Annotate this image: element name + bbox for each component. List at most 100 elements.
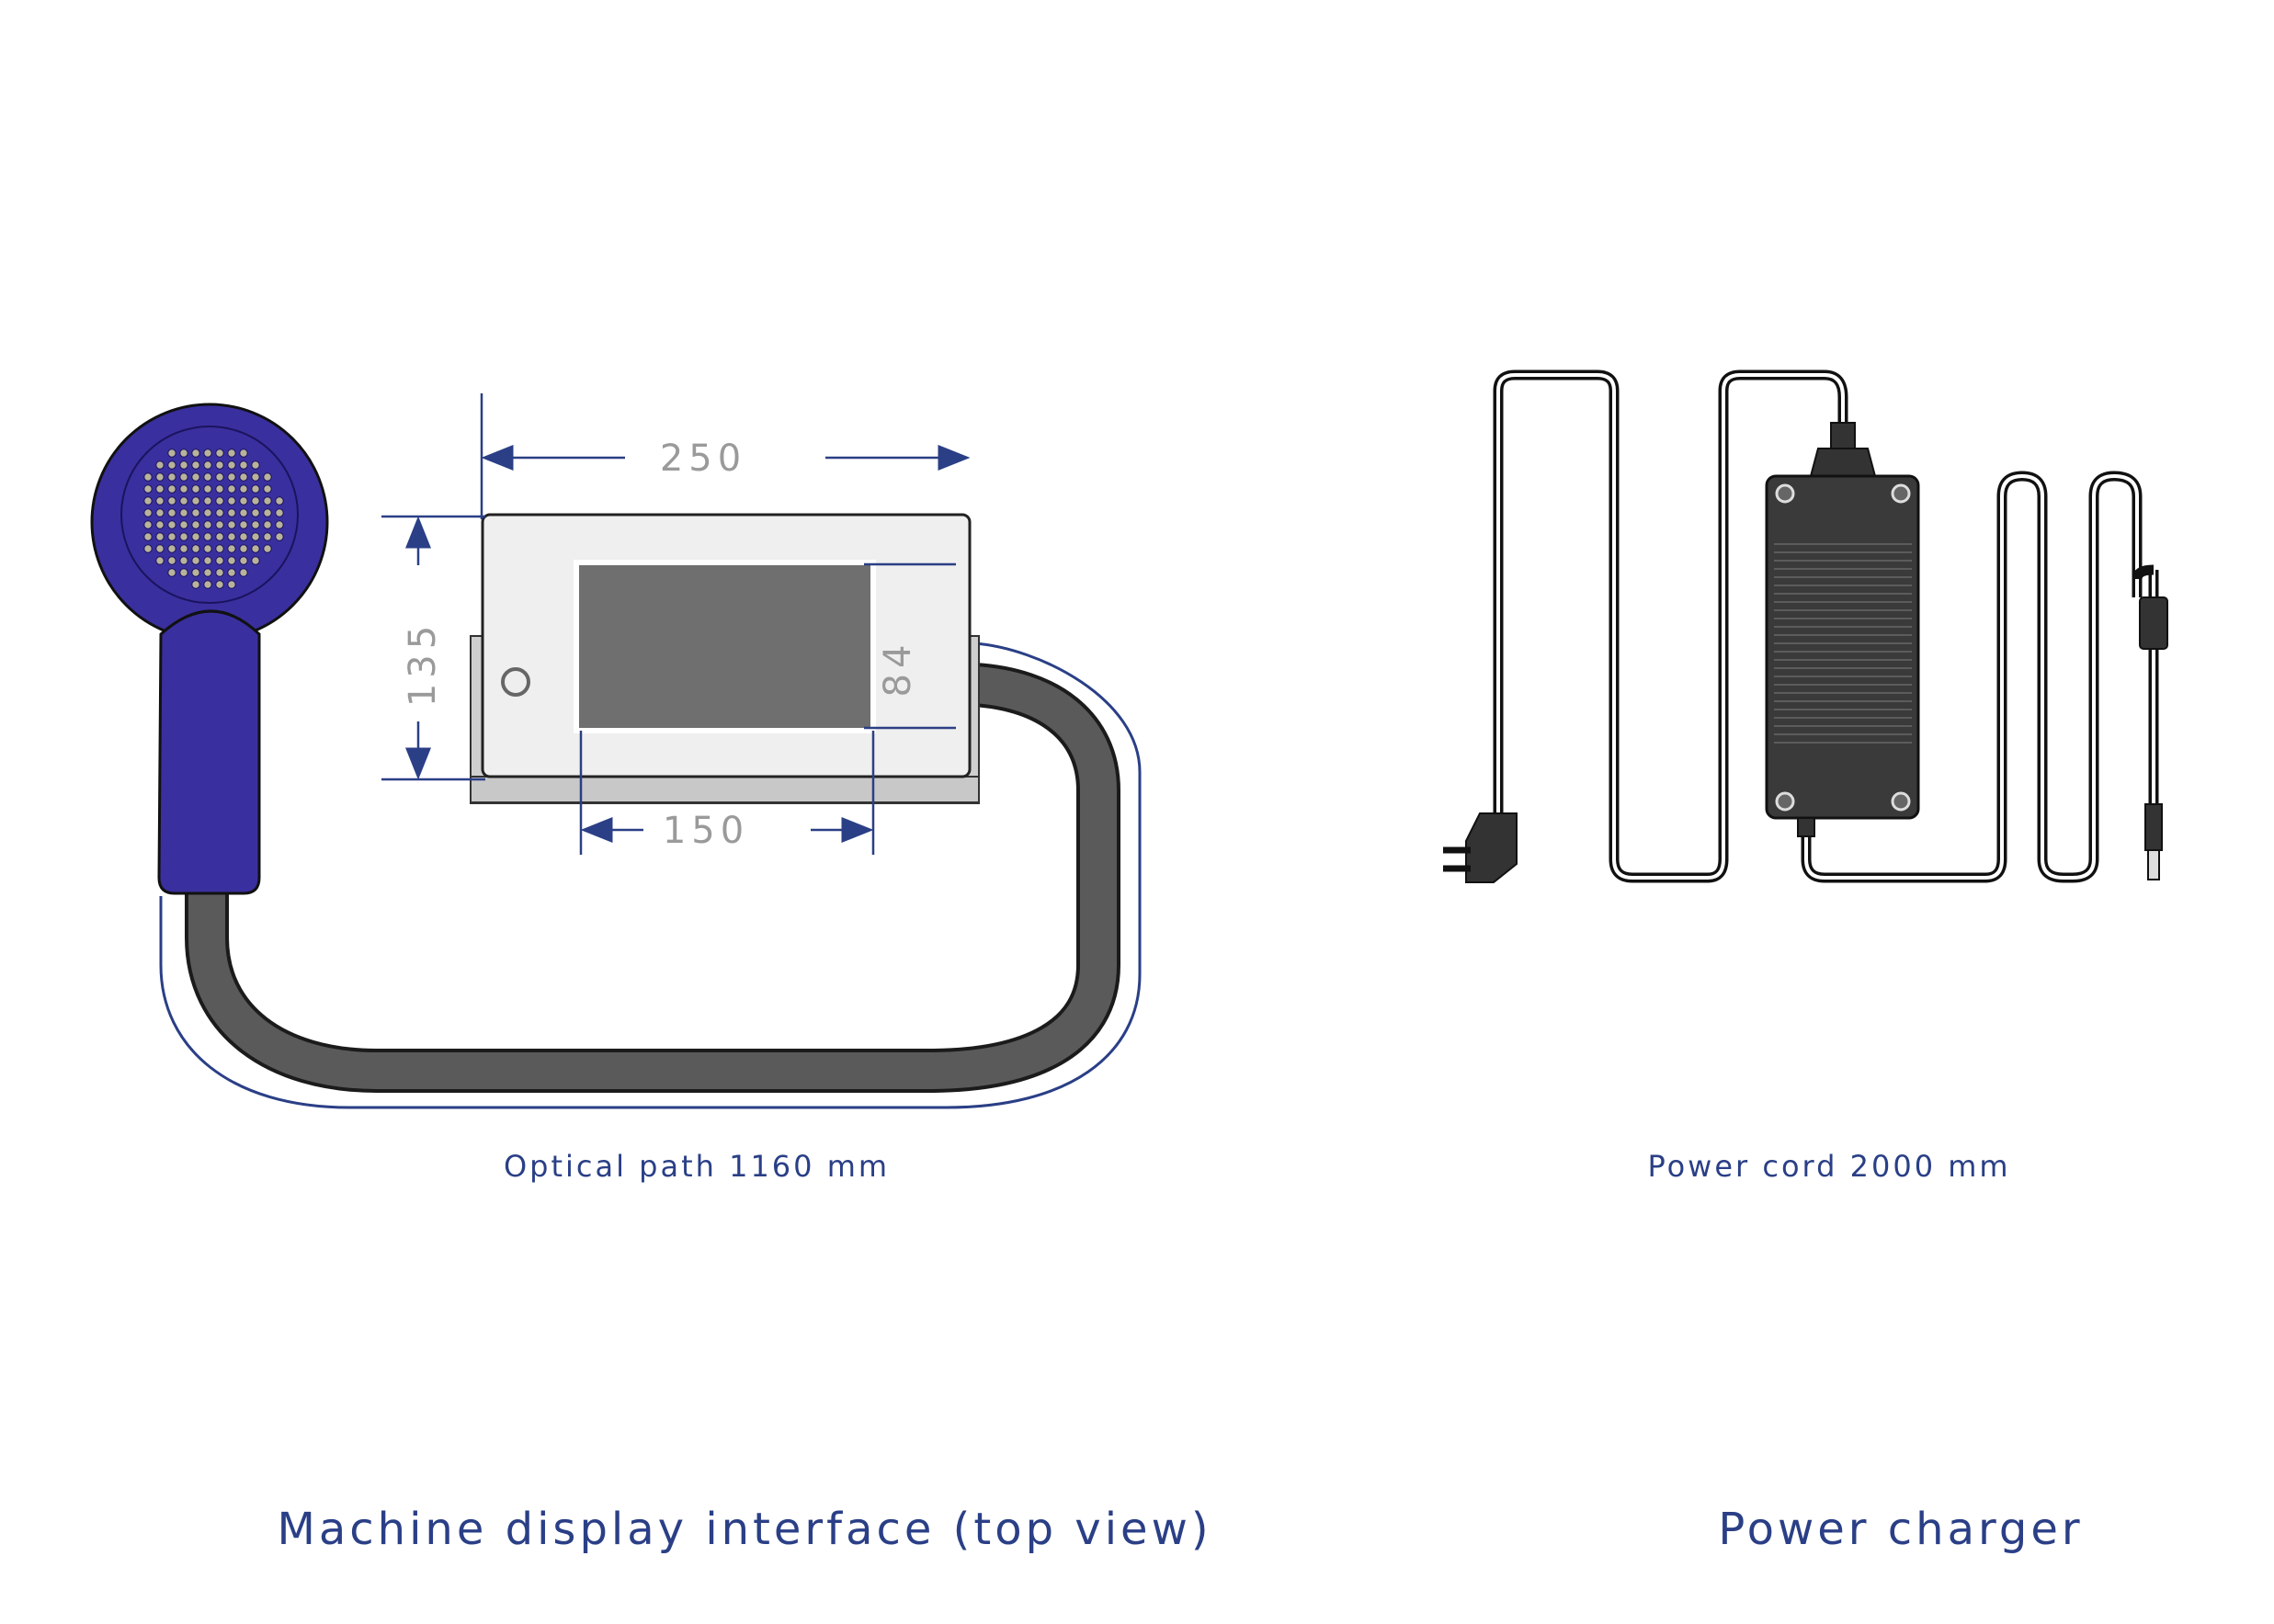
led-dot xyxy=(251,520,260,529)
led-dot xyxy=(191,556,200,565)
ferrite-bead xyxy=(2139,596,2168,650)
led-dot xyxy=(191,508,200,517)
led-dot xyxy=(227,472,236,482)
led-dot xyxy=(251,556,260,565)
led-dot xyxy=(239,532,248,541)
led-dot xyxy=(179,460,188,470)
led-dot xyxy=(251,508,260,517)
led-dot xyxy=(251,484,260,494)
led-dot xyxy=(179,472,188,482)
led-dot xyxy=(239,508,248,517)
led-dot xyxy=(275,496,284,505)
power-adapter-brick xyxy=(1765,422,1920,837)
led-dot xyxy=(275,520,284,529)
led-dot xyxy=(251,532,260,541)
led-dot xyxy=(143,496,153,505)
led-dot xyxy=(227,532,236,541)
power-cord-caption: Power cord 2000 mm xyxy=(1647,1149,2010,1184)
led-dot xyxy=(167,568,176,577)
led-dot xyxy=(191,544,200,553)
led-dot xyxy=(239,496,248,505)
led-dot xyxy=(167,449,176,458)
led-dot xyxy=(155,484,165,494)
led-dot xyxy=(275,508,284,517)
machine-title: Machine display interface (top view) xyxy=(277,1504,1211,1555)
led-dot xyxy=(215,568,224,577)
led-dot xyxy=(167,508,176,517)
machine-illustration: 250 135 84 150 Optical path 1160 mm xyxy=(90,393,1142,1184)
led-dot xyxy=(179,496,188,505)
led-dot xyxy=(263,544,272,553)
led-dot xyxy=(203,472,212,482)
charger-illustration: Power cord 2000 mm xyxy=(1443,369,2168,1184)
led-dot xyxy=(239,556,248,565)
led-dot xyxy=(191,449,200,458)
led-dot xyxy=(251,460,260,470)
led-array xyxy=(143,449,284,589)
led-dot xyxy=(251,472,260,482)
led-dot xyxy=(203,496,212,505)
led-dot xyxy=(167,472,176,482)
led-dot xyxy=(155,508,165,517)
led-dot xyxy=(179,544,188,553)
led-dot xyxy=(203,460,212,470)
led-dot xyxy=(239,449,248,458)
led-dot xyxy=(227,496,236,505)
led-dot xyxy=(239,520,248,529)
led-dot xyxy=(215,520,224,529)
led-dot xyxy=(203,449,212,458)
led-dot xyxy=(203,580,212,589)
dim-width-label: 250 xyxy=(660,437,746,480)
led-dot xyxy=(251,544,260,553)
led-dot xyxy=(143,520,153,529)
led-dot xyxy=(227,544,236,553)
led-dot xyxy=(155,472,165,482)
led-dot xyxy=(191,496,200,505)
led-dot xyxy=(215,544,224,553)
led-dot xyxy=(179,520,188,529)
dim-screen-height-label: 84 xyxy=(877,640,919,698)
led-dot xyxy=(227,568,236,577)
dimension-lines xyxy=(381,393,971,855)
led-dot xyxy=(227,508,236,517)
handpiece-handle xyxy=(157,609,261,895)
led-dot xyxy=(215,580,224,589)
led-dot xyxy=(215,484,224,494)
power-button[interactable] xyxy=(501,667,530,697)
led-dot xyxy=(179,484,188,494)
led-dot xyxy=(143,544,153,553)
led-dot xyxy=(179,568,188,577)
led-dot xyxy=(179,449,188,458)
led-dot xyxy=(239,460,248,470)
led-dot xyxy=(179,532,188,541)
led-dot xyxy=(191,484,200,494)
led-dot xyxy=(215,496,224,505)
led-dot xyxy=(203,520,212,529)
led-dot xyxy=(143,484,153,494)
led-dot xyxy=(263,508,272,517)
display-unit xyxy=(470,513,980,804)
led-dot xyxy=(203,544,212,553)
led-dot xyxy=(263,472,272,482)
led-dot xyxy=(191,532,200,541)
dc-plug-icon xyxy=(2144,803,2163,851)
optical-path-outline xyxy=(159,642,1142,1109)
led-dot xyxy=(155,520,165,529)
led-dot xyxy=(179,556,188,565)
led-dot xyxy=(227,484,236,494)
led-dot xyxy=(167,460,176,470)
led-dot xyxy=(203,484,212,494)
led-dot xyxy=(227,580,236,589)
display-screen xyxy=(574,560,876,733)
led-dot xyxy=(203,532,212,541)
led-dot xyxy=(167,484,176,494)
led-dot xyxy=(227,449,236,458)
led-dot xyxy=(215,532,224,541)
charger-title: Power charger xyxy=(1718,1504,2083,1555)
led-dot xyxy=(155,460,165,470)
dim-height-label: 135 xyxy=(402,620,444,707)
led-dot xyxy=(155,556,165,565)
led-dot xyxy=(191,460,200,470)
led-dot xyxy=(263,496,272,505)
